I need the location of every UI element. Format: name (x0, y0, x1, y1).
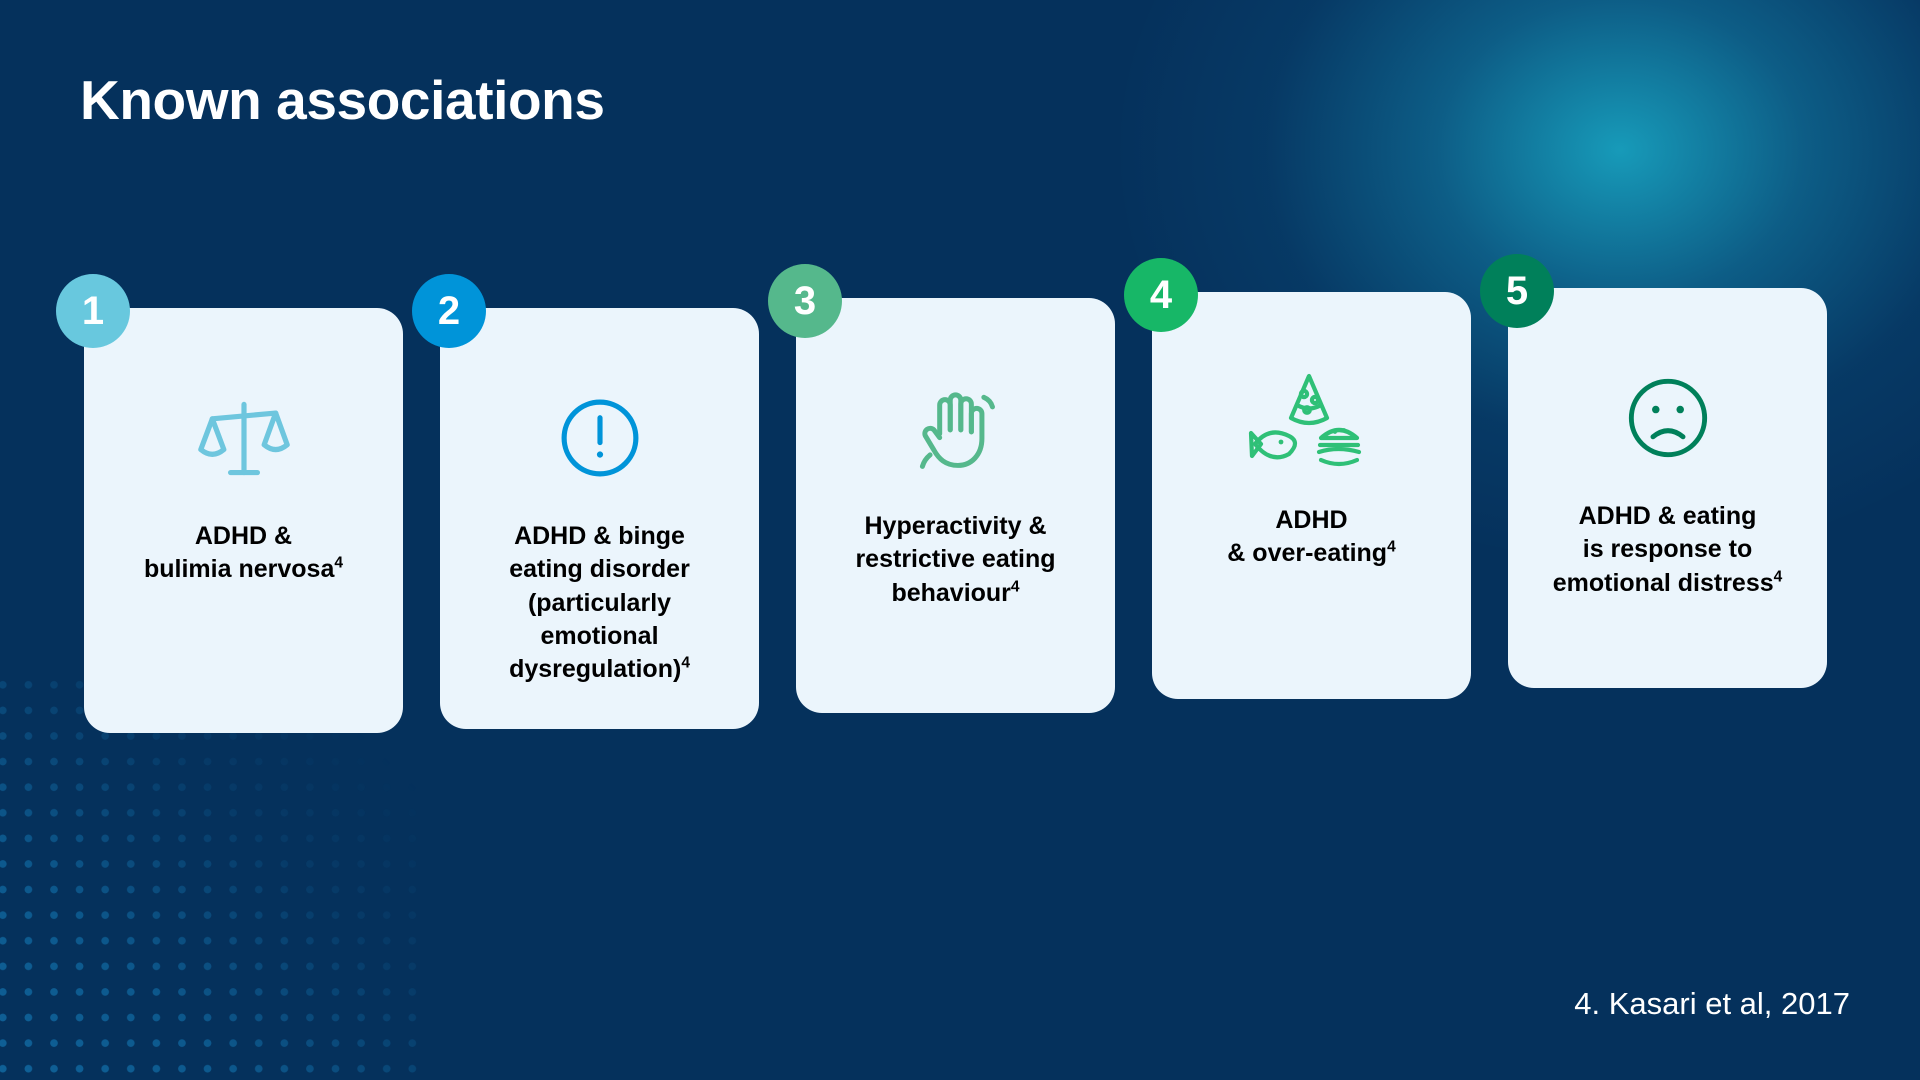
card-body-2: ADHD & binge eating disorder (particular… (440, 308, 759, 729)
card-line-5-2: is response to (1582, 535, 1753, 564)
exclamation-circle-icon (554, 386, 646, 490)
card-line-5-3: emotional distress (1552, 568, 1774, 597)
card-body-1: ADHD & bulimia nervosa4 (84, 308, 403, 733)
cards-row: 1 ADHD & bulimia nervosa4 (56, 254, 1852, 733)
card-line-3-1: Hyperactivity & (864, 512, 1047, 540)
card-superscript-5: 4 (1773, 568, 1783, 586)
card-line-5-1: ADHD & eating (1578, 502, 1757, 530)
halftone-dot-pattern (0, 672, 420, 1080)
card-body-5: ADHD & eating is response to emotional d… (1508, 288, 1827, 688)
balance-scale-icon (196, 386, 292, 490)
card-superscript-1: 4 (334, 554, 343, 572)
sad-face-icon (1621, 366, 1715, 470)
stop-hand-icon (908, 376, 1004, 480)
citation-footnote: 4. Kasari et al, 2017 (1574, 986, 1850, 1021)
page-title: Known associations (80, 69, 605, 131)
card-superscript-2: 4 (681, 654, 690, 672)
card-5[interactable]: 5 ADHD & eating is response to emotional… (1480, 254, 1827, 688)
card-2[interactable]: 2 ADHD & binge eating disorder (particul… (412, 274, 759, 729)
card-number-label-3: 3 (793, 278, 817, 323)
card-3[interactable]: 3 Hyperactivity & restrictive eating (768, 264, 1115, 713)
card-number-label-1: 1 (81, 288, 105, 333)
card-4[interactable]: 4 (1124, 258, 1471, 699)
card-1[interactable]: 1 ADHD & bulimia nervosa4 (56, 274, 403, 733)
card-line-1-1: ADHD & (194, 522, 293, 550)
card-body-4: ADHD & over-eating4 (1152, 292, 1471, 699)
card-number-badge-1: 1 (56, 274, 130, 348)
card-line-2-5: dysregulation) (509, 655, 682, 683)
card-line-4-2: & over-eating (1227, 539, 1388, 568)
card-number-badge-4: 4 (1124, 258, 1198, 332)
card-text-1: ADHD & bulimia nervosa4 (138, 520, 349, 587)
card-line-2-1: ADHD & binge (514, 522, 685, 550)
card-number-badge-5: 5 (1480, 254, 1554, 328)
card-text-3: Hyperactivity & restrictive eating behav… (849, 510, 1061, 610)
card-superscript-3: 4 (1010, 578, 1020, 596)
card-body-3: Hyperactivity & restrictive eating behav… (796, 298, 1115, 713)
card-line-2-2: eating disorder (509, 555, 690, 584)
card-line-3-2: restrictive eating (855, 545, 1056, 574)
card-line-2-3: (particularly (527, 588, 672, 617)
fast-food-icon (1247, 370, 1377, 474)
card-superscript-4: 4 (1387, 538, 1396, 556)
card-line-3-3: behaviour (891, 578, 1011, 607)
card-line-4-1: ADHD (1275, 506, 1348, 534)
card-text-4: ADHD & over-eating4 (1221, 504, 1401, 571)
card-number-label-4: 4 (1149, 272, 1173, 317)
card-number-label-2: 2 (437, 288, 461, 333)
card-text-2: ADHD & binge eating disorder (particular… (503, 520, 696, 686)
card-line-1-2: bulimia nervosa (144, 555, 335, 584)
card-number-badge-3: 3 (768, 264, 842, 338)
card-text-5: ADHD & eating is response to emotional d… (1547, 500, 1789, 600)
card-line-2-4: emotional (540, 621, 659, 650)
card-number-label-5: 5 (1505, 268, 1529, 313)
card-number-badge-2: 2 (412, 274, 486, 348)
